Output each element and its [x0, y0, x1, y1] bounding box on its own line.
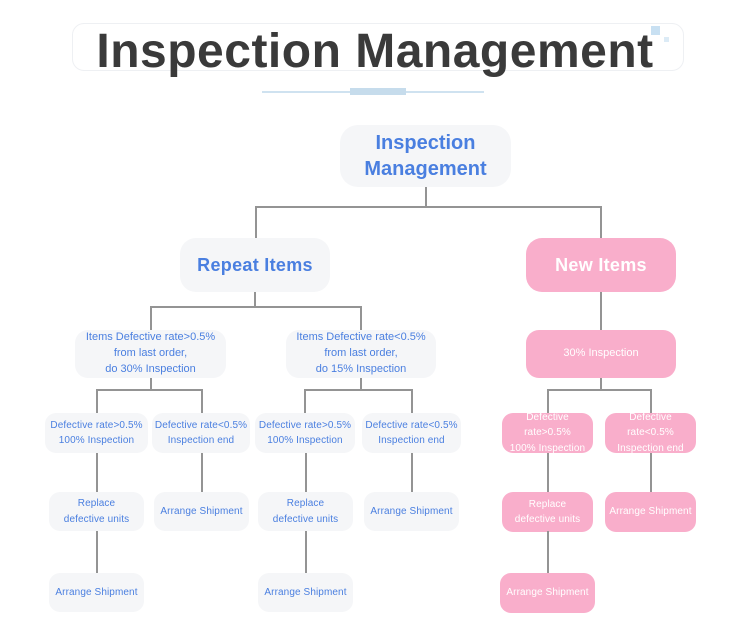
node-repeat-low-rate-15pct: Items Defective rate<0.5% from last orde…: [286, 330, 436, 378]
node-new-items: New Items: [526, 238, 676, 292]
node-repeat-high-rate-30pct: Items Defective rate>0.5% from last orde…: [75, 330, 226, 378]
connector-line: [96, 389, 98, 413]
connector-line: [254, 292, 256, 307]
node-r-high-defect-high: Defective rate>0.5% 100% Inspection: [45, 413, 148, 453]
node-new-replace-units: Replace defective units: [502, 492, 593, 532]
connector-line: [304, 389, 306, 413]
node-new-final-arrange-shipment: Arrange Shipment: [500, 573, 595, 613]
node-r-high-replace-units: Replace defective units: [49, 492, 144, 531]
node-new-arrange-shipment: Arrange Shipment: [605, 492, 696, 532]
connector-line: [150, 306, 152, 330]
connector-line: [411, 453, 413, 492]
connector-line: [360, 378, 362, 390]
node-r-low-arrange-shipment: Arrange Shipment: [364, 492, 459, 531]
node-new-30pct-inspection: 30% Inspection: [526, 330, 676, 378]
connector-line: [411, 389, 413, 413]
connector-line: [600, 292, 602, 330]
connector-line: [547, 531, 549, 573]
connector-line: [96, 389, 202, 391]
connector-line: [600, 378, 602, 390]
node-repeat-items: Repeat Items: [180, 238, 330, 292]
connector-line: [305, 531, 307, 573]
node-inspection-management-root: Inspection Management: [340, 125, 511, 187]
connector-line: [150, 306, 361, 308]
connector-line: [96, 453, 98, 492]
connector-line: [201, 389, 203, 413]
title-underline-accent: [350, 88, 406, 95]
connector-line: [305, 453, 307, 492]
connector-line: [360, 306, 362, 330]
connector-line: [425, 187, 427, 207]
connector-line: [547, 389, 651, 391]
node-r-low-defect-low: Defective rate<0.5% Inspection end: [362, 413, 461, 453]
connector-line: [547, 389, 549, 413]
connector-line: [650, 389, 652, 413]
node-r-high-defect-low: Defective rate<0.5% Inspection end: [152, 413, 250, 453]
node-r-low-defect-high: Defective rate>0.5% 100% Inspection: [255, 413, 355, 453]
page-title: Inspection Management: [96, 25, 654, 78]
connector-line: [255, 206, 601, 208]
decor-square-icon: [651, 26, 660, 35]
node-r-high-arrange-shipment: Arrange Shipment: [154, 492, 249, 531]
connector-line: [304, 389, 412, 391]
decor-square-small-icon: [664, 37, 669, 42]
node-r-high-final-arrange-shipment: Arrange Shipment: [49, 573, 144, 612]
connector-line: [150, 378, 152, 390]
node-r-low-replace-units: Replace defective units: [258, 492, 353, 531]
node-new-defect-high: Defective rate>0.5% 100% Inspection: [502, 412, 593, 454]
title-card: [72, 23, 684, 71]
connector-line: [650, 453, 652, 492]
connector-line: [201, 453, 203, 492]
connector-line: [600, 206, 602, 238]
connector-line: [547, 453, 549, 492]
connector-line: [96, 531, 98, 573]
node-new-defect-low: Defective rate<0.5% Inspection end: [605, 412, 696, 454]
node-r-low-final-arrange-shipment: Arrange Shipment: [258, 573, 353, 612]
connector-line: [255, 206, 257, 238]
